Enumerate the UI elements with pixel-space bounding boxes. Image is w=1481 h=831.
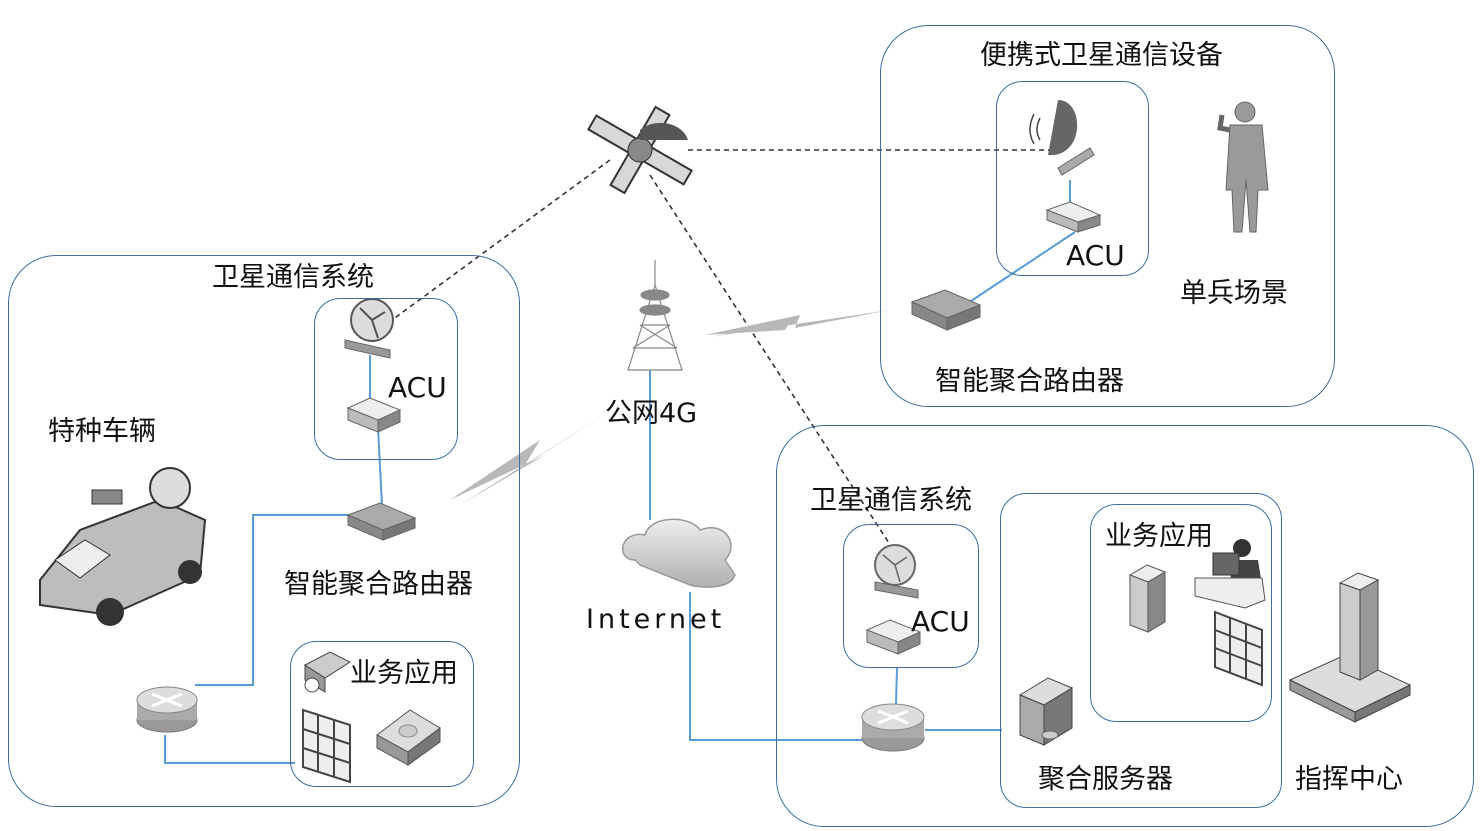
portable-zone-box (880, 25, 1335, 407)
portable-satellite-device-box (996, 81, 1149, 276)
vehicle-switch-icon (136, 686, 198, 733)
tower-label: 公网4G (605, 398, 698, 429)
wire-vehicle-router-switch (195, 514, 352, 686)
vehicle-satellite-system-box (314, 298, 458, 460)
vehicle-router-label: 智能聚合路由器 (284, 569, 473, 600)
aggregation-server-label: 聚合服务器 (1038, 764, 1173, 795)
wire-cloud-switch (689, 592, 868, 741)
camera-icon (304, 651, 352, 693)
portable-dish-icon (1029, 100, 1095, 176)
portable-acu-label: ACU (1066, 239, 1125, 272)
special-vehicle-icon (39, 467, 207, 626)
wire-vehicle-switch-apps (164, 735, 295, 764)
operator-workstation-icon (1194, 539, 1266, 609)
internet-cloud-icon (621, 518, 736, 588)
wired-links (164, 180, 1076, 764)
vehicle-sat-system-title: 卫星通信系统 (212, 262, 374, 293)
vehicle-dish-icon (344, 298, 394, 359)
satellite-links (391, 149, 1060, 561)
portable-router-label: 智能聚合路由器 (935, 366, 1124, 397)
gateway-device-icon (376, 709, 441, 766)
command-acu-icon (865, 619, 922, 655)
wireless-links (450, 310, 890, 505)
vehicle-scenario-label: 特种车辆 (48, 416, 156, 447)
wire-vehicle-acu-router (377, 427, 383, 506)
command-apps-box (1090, 504, 1272, 722)
vehicle-apps-label: 业务应用 (350, 658, 458, 689)
command-dish-icon (874, 544, 919, 599)
portable-acu-icon (1045, 201, 1102, 233)
portable-router-icon (910, 289, 982, 331)
satellite-icon (587, 105, 693, 195)
portable-zone-title: 便携式卫星通信设备 (980, 40, 1223, 71)
wireless-bolt-portable (705, 310, 890, 337)
command-satellite-system-box (843, 524, 979, 668)
command-acu-label: ACU (911, 605, 970, 638)
wire-command-acu-switch (895, 666, 898, 706)
app-server-rack-icon (1128, 564, 1167, 633)
aggregation-server-icon (1018, 677, 1074, 746)
sat-link-vehicle (391, 159, 611, 321)
sat-link-command (649, 174, 901, 561)
command-center-label: 指挥中心 (1295, 764, 1403, 795)
vehicle-router-icon (346, 502, 417, 541)
aggregation-server-box (1000, 493, 1282, 808)
command-building-icon (1288, 572, 1412, 723)
cell-tower-icon (627, 260, 683, 371)
vehicle-acu-label: ACU (388, 371, 447, 404)
command-zone-box (776, 425, 1474, 827)
internet-label: Internet (586, 604, 726, 635)
command-video-wall-icon (1214, 610, 1263, 687)
soldier-icon (1217, 101, 1269, 233)
portable-scenario-label: 单兵场景 (1180, 278, 1288, 309)
command-switch-icon (861, 703, 925, 752)
vehicle-acu-icon (346, 397, 402, 433)
vehicle-apps-box (290, 641, 474, 787)
command-apps-label: 业务应用 (1105, 521, 1213, 552)
command-sat-system-label: 卫星通信系统 (810, 485, 972, 516)
vehicle-zone-box (8, 255, 520, 807)
